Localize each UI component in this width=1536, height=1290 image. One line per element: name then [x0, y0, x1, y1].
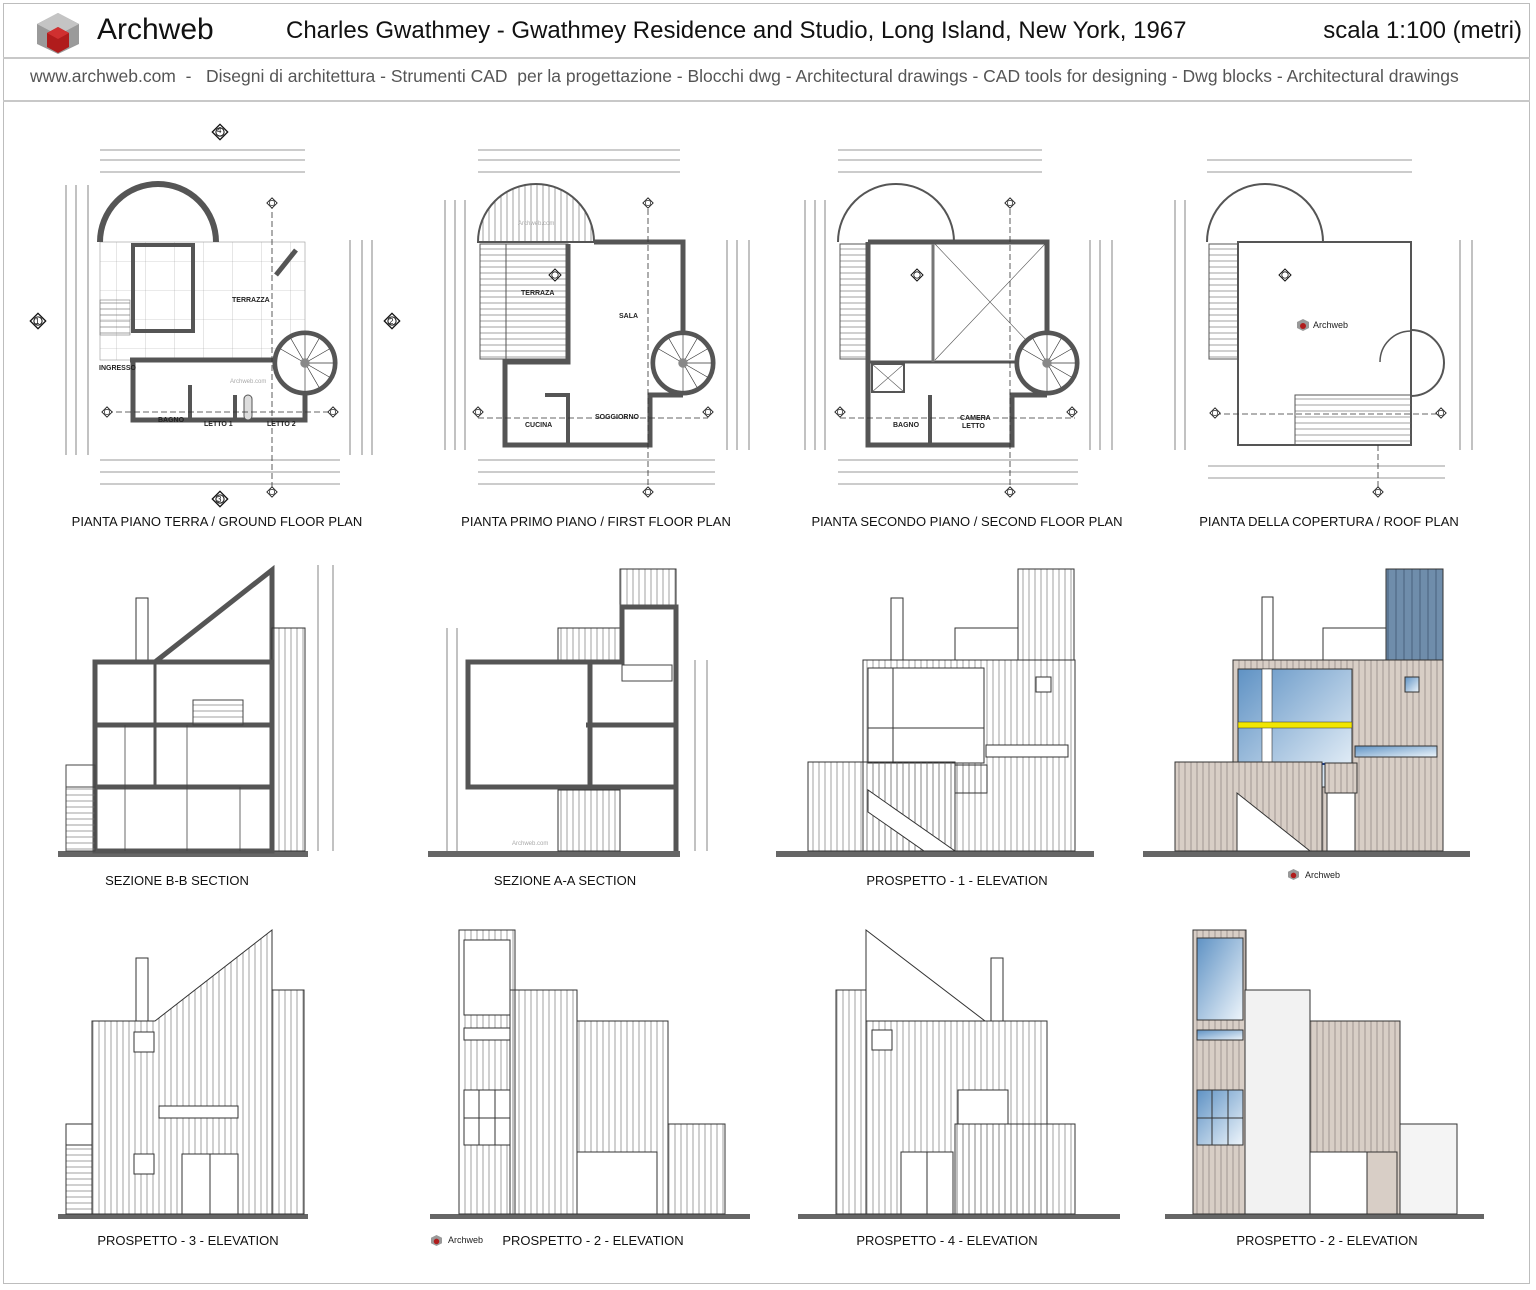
subtitle-text: www.archweb.com - Disegni di architettur…	[30, 66, 1459, 86]
first-floor-plan: TERRAZA SALA CUCINA SOGGIORNO Archweb.co…	[444, 149, 750, 529]
room-sala: SALA	[619, 313, 638, 320]
label-elevation-3: PROSPETTO - 3 - ELEVATION	[97, 1233, 278, 1248]
label-roof: PIANTA DELLA COPERTURA / ROOF PLAN	[1199, 514, 1459, 529]
room-letto-1: LETTO 1	[204, 421, 233, 428]
marker-1: 1	[35, 317, 40, 326]
dimension-lines	[65, 149, 373, 485]
elevation-2-logo-text: Archweb	[448, 1235, 483, 1245]
label-second-floor: PIANTA SECONDO PIANO / SECOND FLOOR PLAN	[811, 514, 1122, 529]
watermark: Archweb.com	[230, 379, 266, 385]
ground-floor-plan: 4 1 2 3 TERRAZZA INGRESSO BAGNO LETTO 1 …	[29, 123, 401, 529]
marker-2: 2	[389, 317, 394, 326]
label-elevation-4: PROSPETTO - 4 - ELEVATION	[856, 1233, 1037, 1248]
header: Archweb Charles Gwathmey - Gwathmey Resi…	[3, 3, 1530, 59]
label-first-floor: PIANTA PRIMO PIANO / FIRST FLOOR PLAN	[461, 514, 731, 529]
watermark: Archweb.com	[512, 841, 548, 847]
archweb-logo-icon	[431, 1235, 442, 1246]
room-ingresso: INGRESSO	[99, 365, 137, 372]
marker-4: 4	[217, 126, 222, 135]
brand-name: Archweb	[97, 13, 214, 46]
subtitle-bar: www.archweb.com - Disegni di architettur…	[3, 57, 1530, 102]
elevation-1-coloured: Archweb	[1143, 568, 1470, 880]
archweb-logo-icon	[37, 13, 79, 54]
room-terraza: TERRAZA	[521, 290, 554, 297]
room-cucina: CUCINA	[525, 422, 552, 429]
room-terrazza: TERRAZZA	[232, 297, 270, 304]
room-letto-2: LETTO 2	[267, 421, 296, 428]
room-bagno: BAGNO	[158, 417, 185, 424]
second-floor-plan: BAGNO CAMERA LETTO PIANTA SECONDO PIANO …	[804, 149, 1123, 529]
elevation-logo-text: Archweb	[1305, 870, 1340, 880]
watermark: Archweb.com	[518, 221, 554, 227]
room-soggiorno: SOGGIORNO	[595, 414, 640, 421]
label-ground-floor: PIANTA PIANO TERRA / GROUND FLOOR PLAN	[72, 514, 363, 529]
label-elevation-2: PROSPETTO - 2 - ELEVATION	[502, 1233, 683, 1248]
elevation-3: PROSPETTO - 3 - ELEVATION	[58, 928, 308, 1248]
scale-label: scala 1:100 (metri)	[1323, 17, 1522, 44]
label-section-aa: SEZIONE A-A SECTION	[494, 873, 636, 888]
sheet-title: Charles Gwathmey - Gwathmey Residence an…	[286, 17, 1187, 44]
room-camera: CAMERA	[960, 415, 991, 422]
roof-logo-text: Archweb	[1313, 320, 1348, 330]
section-bb: SEZIONE B-B SECTION	[58, 564, 334, 888]
archweb-logo-icon	[1288, 869, 1299, 880]
elevation-2-coloured: PROSPETTO - 2 - ELEVATION	[1165, 929, 1484, 1248]
label-section-bb: SEZIONE B-B SECTION	[105, 873, 249, 888]
room-bagno: BAGNO	[893, 422, 920, 429]
elevation-4: PROSPETTO - 4 - ELEVATION	[798, 928, 1120, 1248]
room-letto: LETTO	[962, 423, 985, 430]
marker-3: 3	[217, 495, 222, 504]
roof-plan: Archweb PIANTA DELLA COPERTURA / ROOF PL…	[1174, 159, 1473, 529]
elevation-1: PROSPETTO - 1 - ELEVATION	[776, 568, 1094, 888]
sheet-frame	[3, 3, 1530, 1284]
section-aa: Archweb.com SEZIONE A-A SECTION	[428, 568, 708, 888]
label-elevation-2-coloured: PROSPETTO - 2 - ELEVATION	[1236, 1233, 1417, 1248]
archweb-logo-icon	[1297, 319, 1309, 331]
label-elevation-1: PROSPETTO - 1 - ELEVATION	[866, 873, 1047, 888]
elevation-2: Archweb PROSPETTO - 2 - ELEVATION	[430, 929, 750, 1248]
